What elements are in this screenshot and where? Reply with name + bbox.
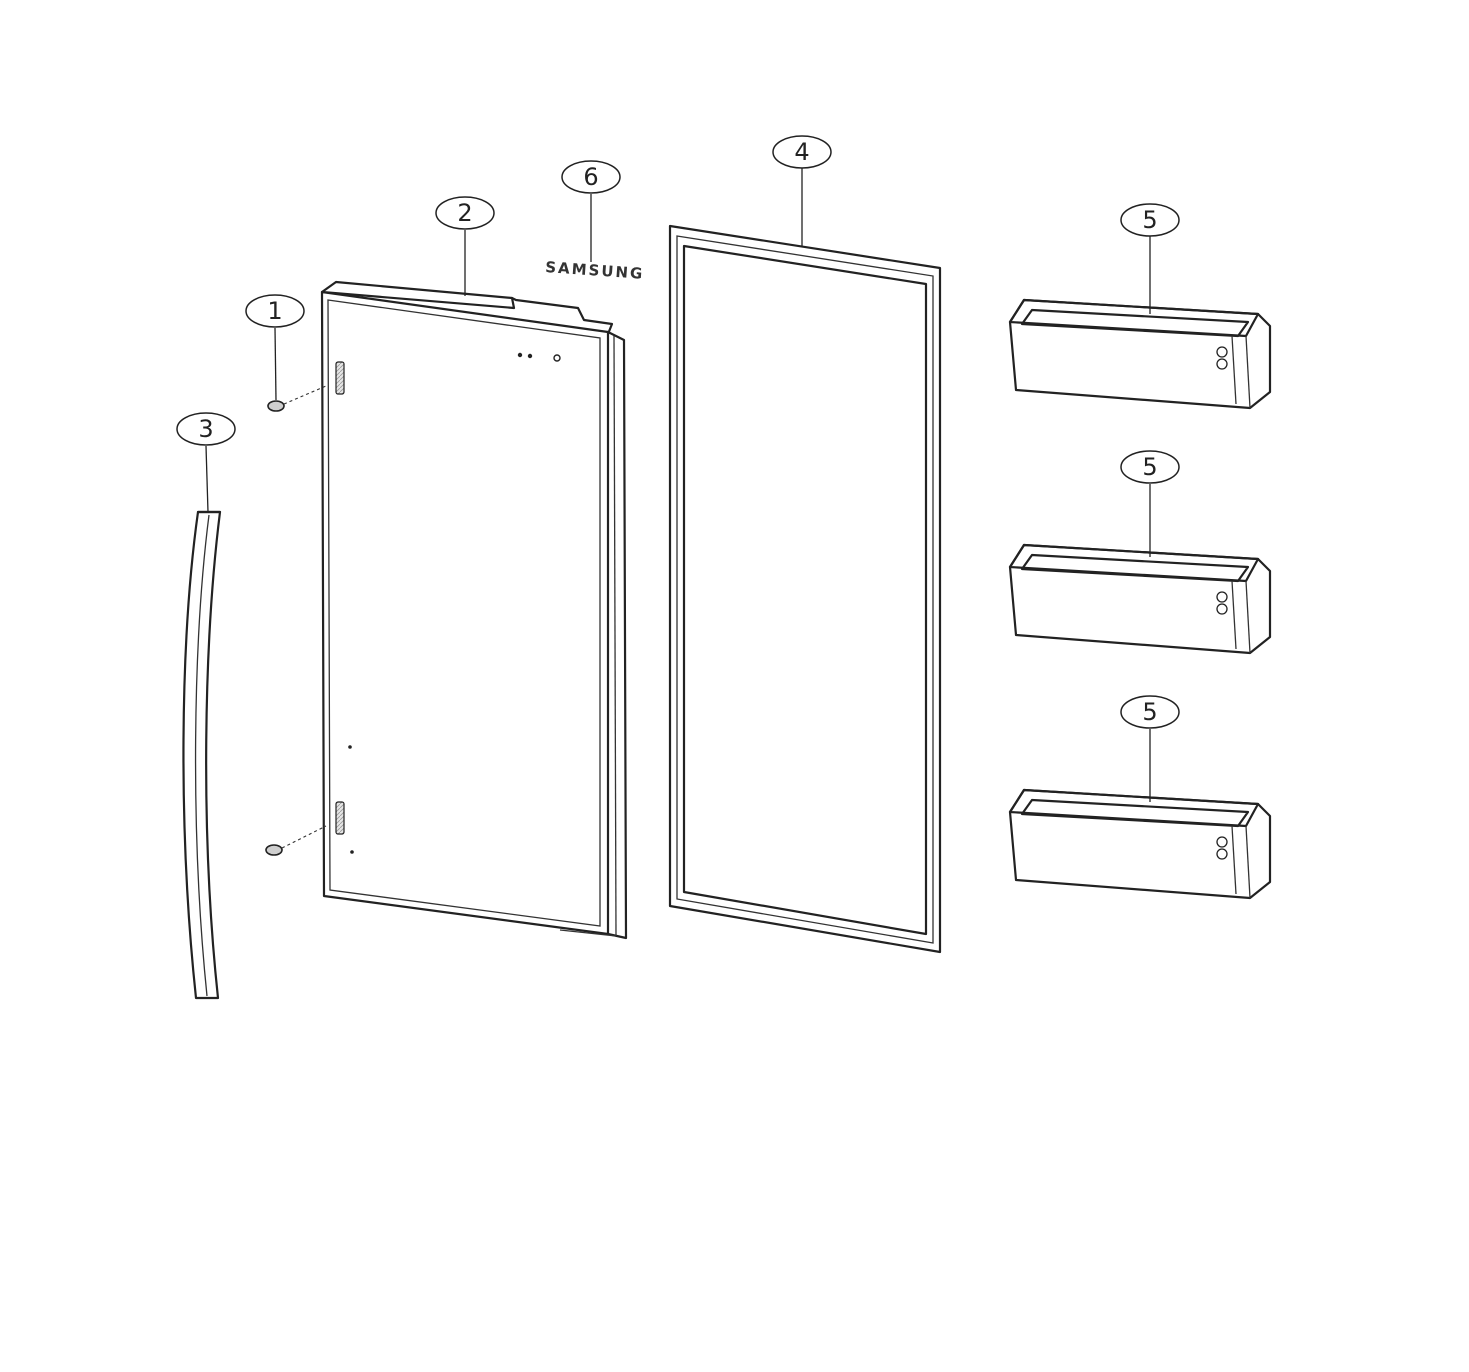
- brand-badge-text: SAMSUNG: [545, 258, 645, 283]
- callout-5c: 5: [1120, 695, 1180, 729]
- callout-3-label: 3: [198, 415, 213, 443]
- callout-5b-label: 5: [1142, 453, 1157, 481]
- door-assembly-part: [320, 280, 628, 940]
- screw-part-bottom: [265, 825, 327, 856]
- brand-badge-part: SAMSUNG: [545, 258, 645, 283]
- callout-4: 4: [772, 135, 832, 169]
- door-gasket-part: [668, 224, 942, 954]
- callout-5b: 5: [1120, 450, 1180, 484]
- callout-1: 1: [245, 294, 305, 328]
- callout-5a-label: 5: [1142, 206, 1157, 234]
- callout-3: 3: [176, 412, 236, 446]
- callout-5a: 5: [1120, 203, 1180, 237]
- callout-2: 2: [435, 196, 495, 230]
- callout-5c-label: 5: [1142, 698, 1157, 726]
- door-bin-part-top: [1008, 298, 1272, 410]
- callout-1-label: 1: [267, 297, 282, 325]
- door-handle-part: [182, 510, 222, 1000]
- callout-6-label: 6: [583, 163, 598, 191]
- callout-4-label: 4: [794, 138, 809, 166]
- callout-6: 6: [561, 160, 621, 194]
- callout-2-label: 2: [457, 199, 472, 227]
- leader-lines: [205, 168, 1151, 802]
- screw-part-top: [267, 385, 327, 412]
- door-bin-part-middle: [1008, 543, 1272, 655]
- door-bin-part-bottom: [1008, 788, 1272, 900]
